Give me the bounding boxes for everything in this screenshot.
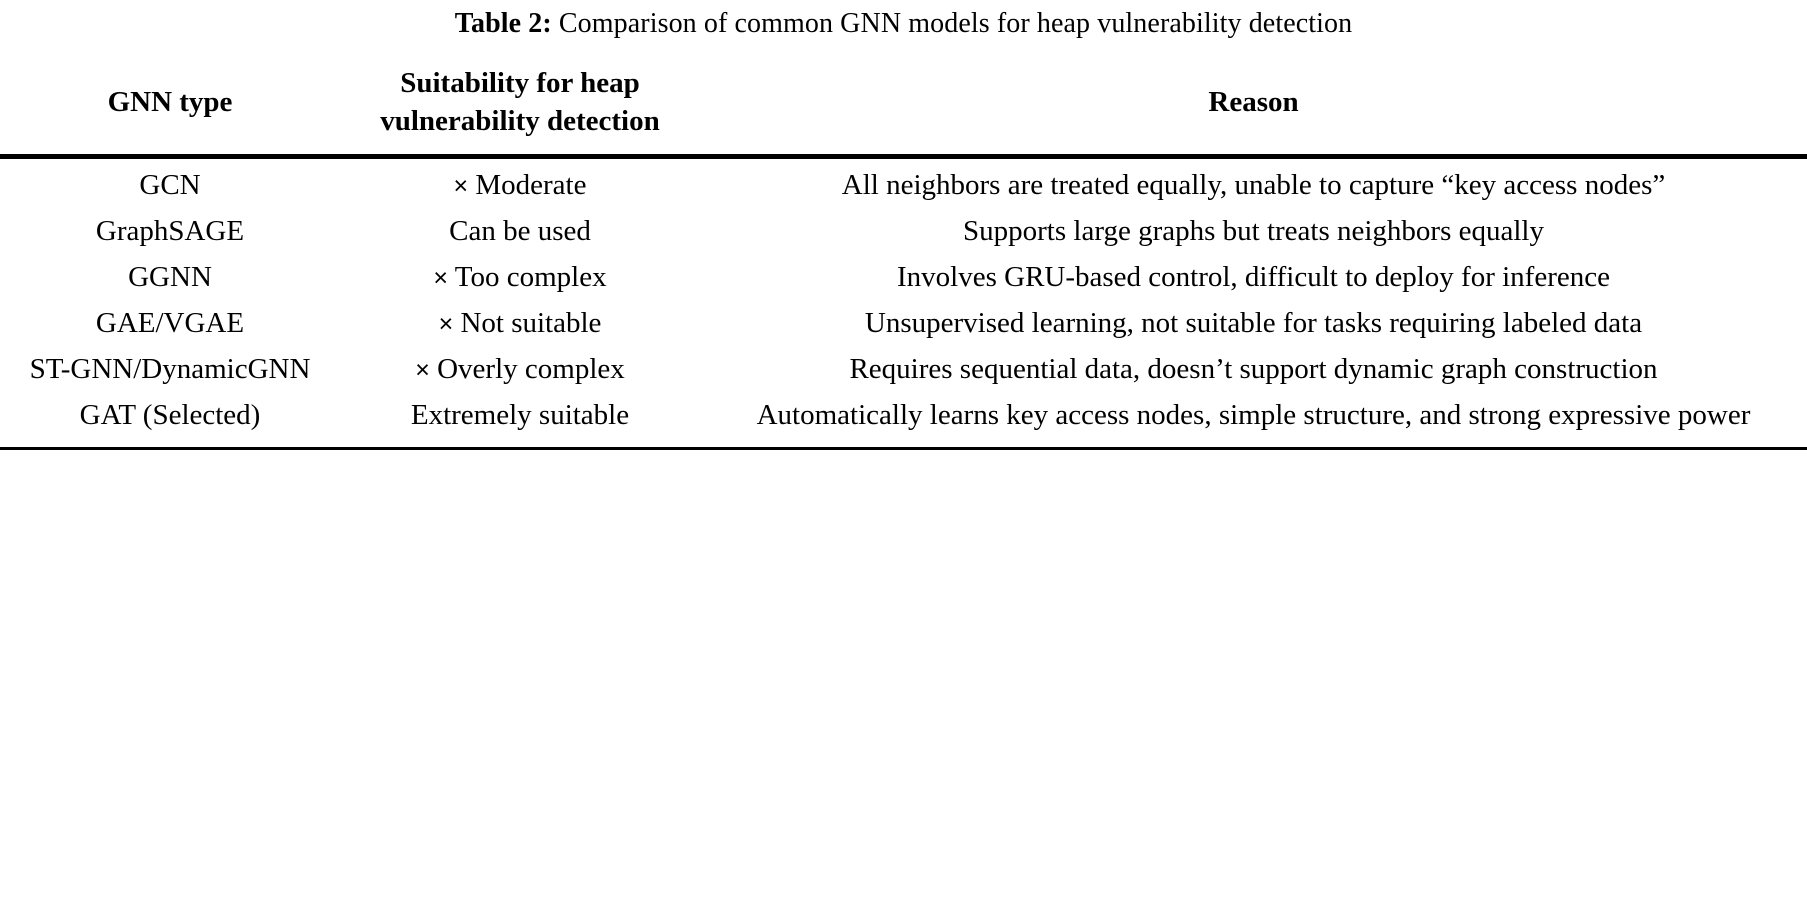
cross-icon: × <box>415 356 430 384</box>
cell-gnn-type: GCN <box>139 169 201 201</box>
cell-reason: Requires sequential data, doesn’t suppor… <box>849 353 1658 385</box>
cell-gnn-type: GGNN <box>128 261 212 293</box>
table-header-row: GNN type Suitability for heap vulnerabil… <box>0 52 1807 156</box>
comparison-table: GNN type Suitability for heap vulnerabil… <box>0 52 1807 451</box>
rule-segment <box>0 447 340 451</box>
cell-suitability-label: Moderate <box>475 169 587 201</box>
column-header-suitability-label: Suitability for heap vulnerability detec… <box>380 67 660 137</box>
rule-segment <box>0 154 340 158</box>
cell-reason: Involves GRU-based control, difficult to… <box>897 261 1610 293</box>
table-row: GGNN × Too complex Involves GRU-based co… <box>0 255 1807 301</box>
cross-icon: × <box>453 172 469 200</box>
cell-suitability: Extremely suitable <box>340 393 700 449</box>
table-rule-bottom <box>0 447 1807 451</box>
table-row: GAE/VGAE × Not suitable Unsupervised lea… <box>0 301 1807 347</box>
table-row: GAT (Selected) Extremely suitable Automa… <box>0 393 1807 449</box>
cell-reason: Supports large graphs but treats neighbo… <box>963 215 1544 247</box>
rule-segment <box>700 154 1807 158</box>
cell-suitability: Can be used <box>340 209 700 255</box>
table-row: GraphSAGE Can be used Supports large gra… <box>0 209 1807 255</box>
column-header-gnn-type: GNN type <box>107 86 233 118</box>
cell-suitability-label: Overly complex <box>437 353 625 385</box>
rule-segment <box>700 447 1807 451</box>
cell-gnn-type: GraphSAGE <box>95 215 245 247</box>
table-rule-top <box>0 154 1807 158</box>
cell-suitability-label: Can be used <box>449 215 591 247</box>
cell-suitability: × Too complex <box>340 255 700 301</box>
column-header-reason: Reason <box>1208 86 1299 118</box>
caption-label: Table 2: <box>454 8 552 39</box>
cell-reason: All neighbors are treated equally, unabl… <box>841 169 1666 201</box>
cell-suitability: × Not suitable <box>340 301 700 347</box>
cell-gnn-type: GAE/VGAE <box>95 307 245 339</box>
cross-icon: × <box>438 310 454 338</box>
table-row: GCN × Moderate All neighbors are treated… <box>0 159 1807 209</box>
cell-reason: Automatically learns key access nodes, s… <box>756 399 1751 431</box>
table-row: ST-GNN/DynamicGNN × Overly complex Requi… <box>0 347 1807 393</box>
column-header-suitability: Suitability for heap vulnerability detec… <box>340 52 700 156</box>
cell-reason: Unsupervised learning, not suitable for … <box>864 307 1643 339</box>
cross-icon: × <box>433 264 449 292</box>
cell-suitability: × Overly complex <box>340 347 700 393</box>
cell-suitability: × Moderate <box>340 159 700 209</box>
cell-gnn-type: GAT (Selected) <box>79 399 261 431</box>
cell-suitability-label: Not suitable <box>460 307 602 339</box>
caption-text: Comparison of common GNN models for heap… <box>558 8 1353 39</box>
rule-segment <box>340 447 700 451</box>
cell-suitability-label: Too complex <box>454 261 607 293</box>
table-caption: Table 2: Comparison of common GNN models… <box>0 0 1807 52</box>
cell-suitability-label: Extremely suitable <box>410 399 630 431</box>
rule-segment <box>340 154 700 158</box>
cell-gnn-type: ST-GNN/DynamicGNN <box>29 353 311 385</box>
